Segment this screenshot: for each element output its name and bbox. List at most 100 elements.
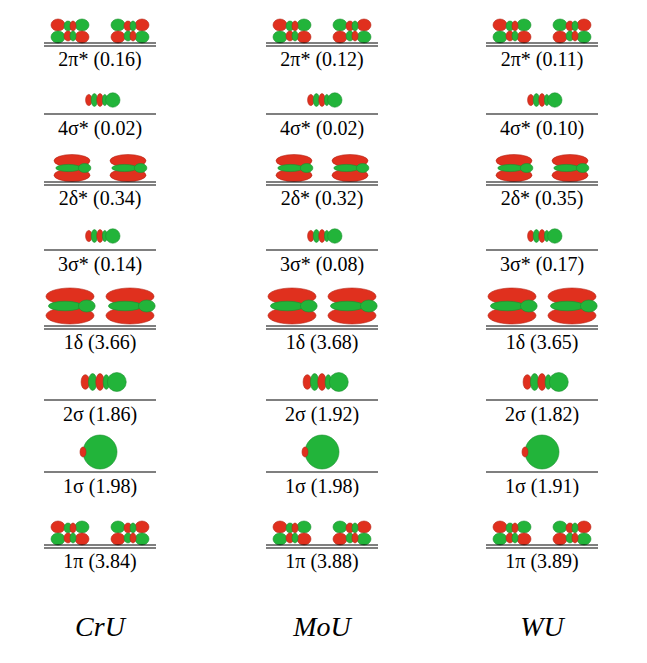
orbital-label: 1π (3.89) — [505, 550, 578, 572]
energy-level — [486, 325, 598, 326]
orbital-lobe — [333, 533, 347, 545]
energy-level — [486, 45, 598, 46]
energy-level — [266, 181, 378, 182]
energy-level — [266, 184, 378, 185]
energy-level — [486, 547, 598, 548]
orbital-label: 3σ* (0.17) — [500, 253, 584, 275]
orbital-lobe — [360, 300, 377, 312]
orbital-lobe — [70, 31, 76, 41]
orbital-lobe — [517, 533, 531, 545]
energy-level — [44, 547, 156, 548]
molecule-name: MoU — [293, 612, 351, 642]
orbital-lobe — [512, 21, 518, 31]
orbital-picture — [51, 521, 149, 545]
orbital-lobe — [577, 31, 591, 43]
orbital-lobe — [112, 164, 137, 171]
orbital-lobe — [297, 533, 311, 545]
energy-level — [266, 328, 378, 329]
orbital-picture — [528, 229, 562, 243]
energy-level — [486, 113, 598, 114]
energy-level — [44, 544, 156, 545]
orbital-lobe — [75, 521, 89, 533]
orbital-label: 2σ (1.86) — [63, 403, 137, 425]
orbital-lobe — [70, 533, 76, 543]
orbital-lobe — [292, 21, 298, 31]
orbital-picture — [493, 521, 591, 545]
orbital-picture — [308, 229, 342, 243]
orbital-label: 1δ (3.66) — [64, 331, 137, 353]
energy-level — [486, 471, 598, 472]
orbital-lobe — [106, 93, 120, 107]
orbital-lobe — [292, 31, 298, 41]
orbital-lobe — [292, 533, 298, 543]
orbital-lobe — [135, 533, 149, 545]
orbital-label: 2π* (0.11) — [501, 48, 584, 70]
energy-level — [44, 181, 156, 182]
orbital-lobe — [111, 31, 125, 43]
energy-level — [266, 547, 378, 548]
orbital-lobe — [553, 533, 567, 545]
orbital-lobe — [550, 301, 584, 311]
orbital-lobe — [328, 93, 342, 107]
orbital-lobe — [512, 523, 518, 533]
orbital-lobe — [302, 447, 308, 457]
energy-level — [486, 184, 598, 185]
orbital-picture — [86, 229, 120, 243]
orbital-label: 2σ (1.82) — [505, 403, 579, 425]
orbital-lobe — [51, 31, 65, 43]
energy-level — [44, 328, 156, 329]
orbital-lobe — [278, 164, 303, 171]
orbital-lobe — [512, 533, 518, 543]
orbital-lobe — [357, 19, 371, 31]
energy-level — [486, 249, 598, 250]
orbital-label: 1π (3.88) — [285, 550, 358, 572]
orbital-lobe — [572, 523, 578, 533]
orbital-lobe — [108, 301, 142, 311]
orbital-lobe — [83, 435, 117, 469]
orbital-lobe — [498, 164, 523, 171]
orbital-lobe — [352, 533, 358, 543]
orbital-picture — [308, 93, 342, 107]
orbital-label: 2δ* (0.32) — [281, 187, 364, 209]
orbital-label: 4σ* (0.10) — [500, 117, 584, 139]
orbital-lobe — [580, 300, 597, 312]
orbital-lobe — [352, 523, 358, 533]
orbital-lobe — [577, 19, 591, 31]
orbital-lobe — [130, 21, 136, 31]
orbital-lobe — [356, 164, 369, 173]
orbital-lobe — [305, 435, 339, 469]
orbital-lobe — [572, 31, 578, 41]
orbital-lobe — [493, 19, 507, 31]
orbital-lobe — [51, 533, 65, 545]
orbital-lobe — [273, 31, 287, 43]
energy-level — [44, 249, 156, 250]
orbital-picture — [528, 93, 562, 107]
orbital-lobe — [553, 521, 567, 533]
orbital-lobe — [493, 533, 507, 545]
molecule-name: WU — [520, 612, 564, 642]
energy-level — [486, 544, 598, 545]
orbital-lobe — [328, 229, 342, 243]
orbital-lobe — [520, 164, 533, 173]
orbital-lobe — [548, 229, 562, 243]
orbital-lobe — [297, 31, 311, 43]
orbital-lobe — [333, 31, 347, 43]
orbital-label: 1δ (3.65) — [506, 331, 579, 353]
orbital-lobe — [572, 533, 578, 543]
orbital-lobe — [135, 19, 149, 31]
orbital-lobe — [78, 300, 95, 312]
orbital-label: 1δ (3.68) — [286, 331, 359, 353]
orbital-picture — [496, 155, 589, 182]
orbital-lobe — [75, 533, 89, 545]
energy-level — [266, 45, 378, 46]
orbital-lobe — [553, 31, 567, 43]
orbital-lobe — [111, 533, 125, 545]
orbital-picture — [273, 19, 371, 43]
orbital-lobe — [75, 31, 89, 43]
orbital-lobe — [517, 31, 531, 43]
orbital-lobe — [70, 523, 76, 533]
orbital-picture — [488, 288, 597, 324]
orbital-lobe — [130, 31, 136, 41]
orbital-lobe — [357, 31, 371, 43]
